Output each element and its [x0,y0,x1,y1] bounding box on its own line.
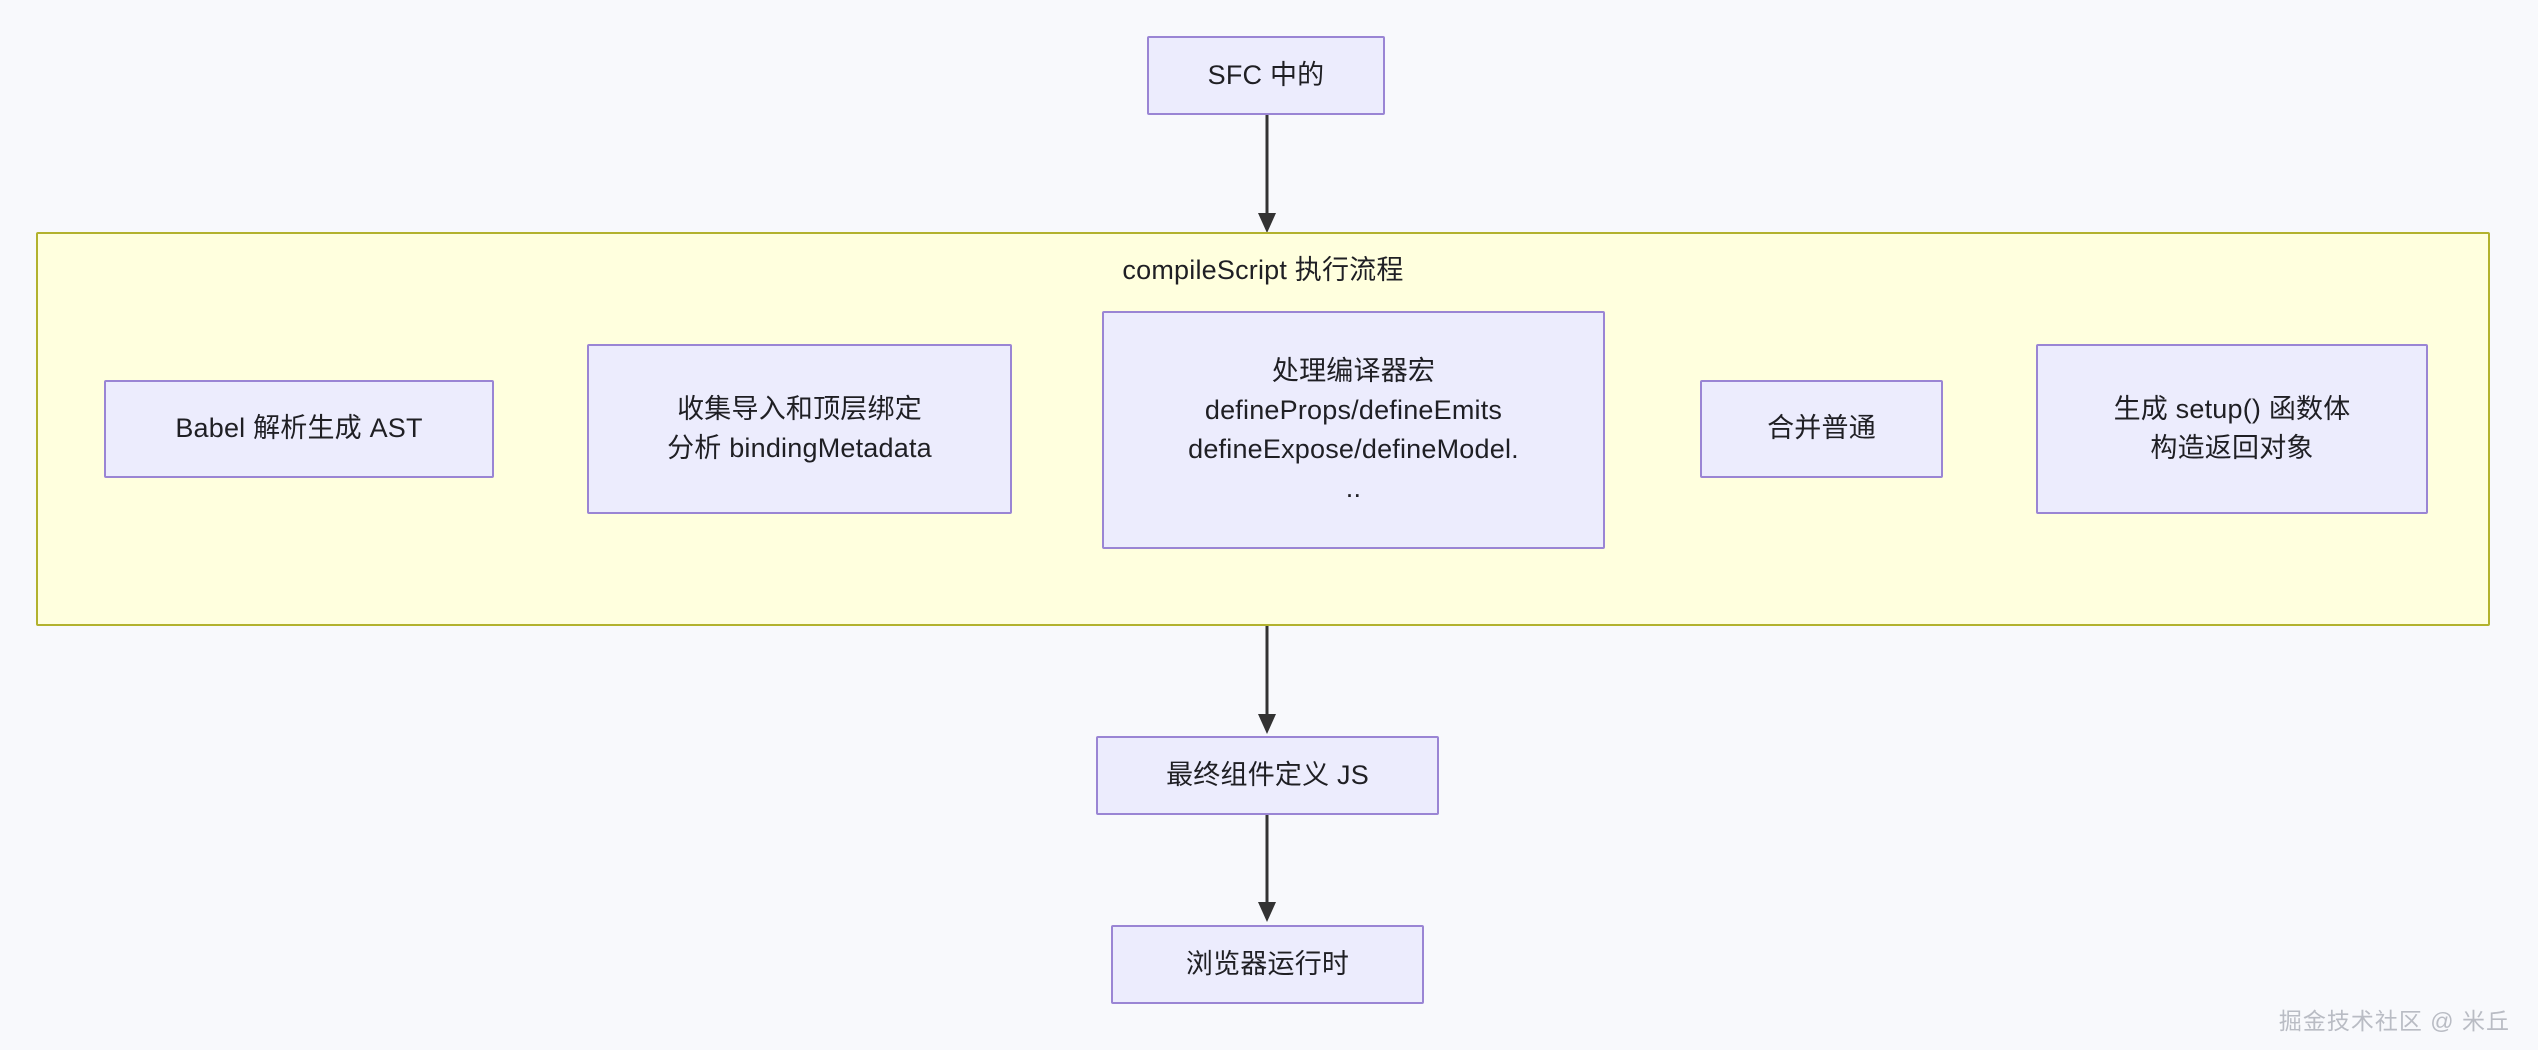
node-setup-line-2: 构造返回对象 [2150,433,2314,463]
node-babel-line-1: Babel 解析生成 AST [175,413,423,444]
node-macros-line-2: defineProps/defineEmits [1204,394,1503,425]
node-sfc-line-1: SFC 中的 [1207,59,1325,90]
node-macros-line-4: .. [1345,473,1362,504]
node-final-component[interactable]: 最终组件定义 JS [1096,736,1439,815]
node-macros-line-3: defineExpose/defineModel. [1188,434,1519,464]
node-macros-line-1: 处理编译器宏 [1271,355,1436,386]
node-setup-line-1: 生成 setup() 函数体 [2113,393,2351,424]
edge-cluster-to-final [1252,626,1282,736]
node-merge-line-1: 合并普通 [1767,413,1876,444]
watermark: 掘金技术社区 @ 米丘 [2278,1008,2510,1034]
node-generate-setup[interactable]: 生成 setup() 函数体 构造返回对象 [2036,344,2428,514]
node-compiler-macros[interactable]: 处理编译器宏 defineProps/defineEmits defineExp… [1102,311,1605,549]
node-sfc-source[interactable]: SFC 中的 [1147,36,1385,115]
cluster-title: compileScript 执行流程 [1122,255,1404,285]
node-collect-bindings[interactable]: 收集导入和顶层绑定 分析 bindingMetadata [587,344,1012,514]
node-collect-line-2: 分析 bindingMetadata [667,433,932,463]
node-babel-parse[interactable]: Babel 解析生成 AST [104,380,494,478]
node-merge-normal[interactable]: 合并普通 [1700,380,1943,478]
edge-sfc-to-cluster [1252,115,1282,235]
node-runtime-line-1: 浏览器运行时 [1185,948,1350,979]
node-collect-line-1: 收集导入和顶层绑定 [677,393,922,424]
node-browser-runtime[interactable]: 浏览器运行时 [1111,925,1424,1004]
edge-final-to-runtime [1252,815,1282,925]
node-final-line-1: 最终组件定义 JS [1166,759,1369,790]
